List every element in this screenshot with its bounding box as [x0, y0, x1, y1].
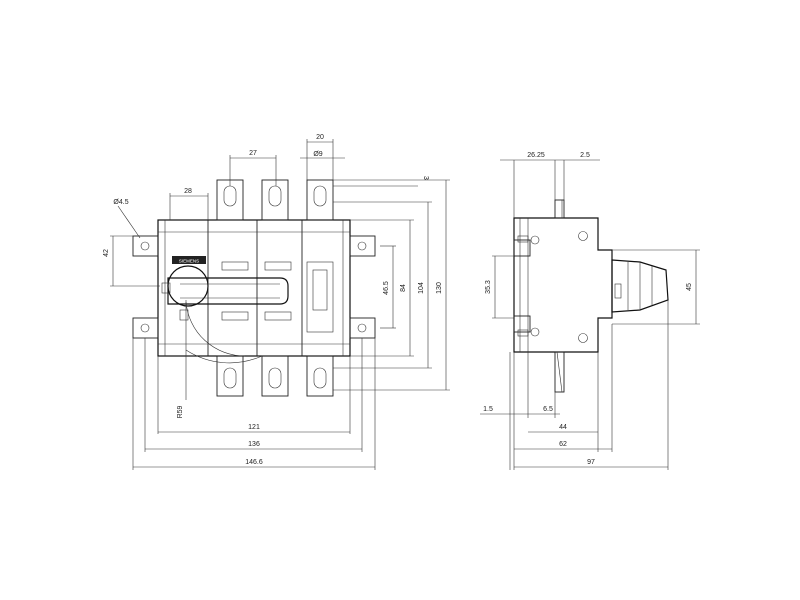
dim-terminal-width: 20 — [316, 134, 324, 141]
side-clips — [513, 231, 588, 343]
side-top-dimensions: 26.25 2.5 — [500, 152, 600, 218]
side-bottom-dimensions: 1.5 6.5 44 62 97 — [480, 300, 669, 470]
right-dimensions: 46.5 84 104 130 — [333, 179, 450, 391]
dim-height-84: 84 — [400, 284, 407, 292]
dim-side-top-left: 26.25 — [527, 152, 545, 159]
side-body — [513, 217, 613, 353]
side-handle — [611, 259, 669, 313]
dim-side-height-45: 45 — [686, 283, 693, 291]
left-dimensions: 42 — [103, 235, 160, 287]
handle-brand-label: SIEMENS — [179, 259, 199, 264]
switch-body — [157, 219, 351, 357]
dim-inner-height: 46.5 — [383, 281, 390, 295]
bottom-dimensions: 121 136 146.6 — [132, 338, 376, 470]
dim-side-depth-62: 62 — [559, 441, 567, 448]
dim-height-130: 130 — [436, 282, 443, 294]
dim-side-bottom-1-5: 1.5 — [483, 406, 493, 413]
front-view: SIEMENS 27 20 Ø9 3 — [103, 134, 450, 470]
side-view: 26.25 2.5 35.3 45 1.5 6 — [480, 152, 700, 470]
side-left-dimension: 35.3 — [485, 255, 514, 319]
dim-mount-hole: Ø4.5 — [113, 199, 128, 206]
dim-handle-radius: R59 — [177, 405, 184, 418]
dim-pitch: 27 — [249, 150, 257, 157]
bottom-terminals — [216, 355, 334, 397]
dim-hole-diameter: Ø9 — [313, 151, 322, 158]
dim-width-136: 136 — [248, 441, 260, 448]
side-right-dimension: 45 — [612, 249, 700, 325]
dim-side-depth-44: 44 — [559, 424, 567, 431]
dim-side-height-35: 35.3 — [485, 280, 492, 294]
top-terminals — [216, 179, 334, 221]
mounting-tabs — [132, 235, 376, 339]
dim-side-depth-97: 97 — [587, 459, 595, 466]
dim-side-bottom-6-5: 6.5 — [543, 406, 553, 413]
dim-height-104: 104 — [418, 282, 425, 294]
dim-width-146: 146.6 — [245, 459, 263, 466]
dim-mount-spacing-x: 28 — [184, 188, 192, 195]
rotary-handle: SIEMENS — [161, 256, 289, 364]
dim-mount-height: 42 — [103, 249, 110, 257]
top-dimensions: 27 20 Ø9 3 28 Ø4.5 — [113, 134, 429, 239]
dim-width-121: 121 — [248, 424, 260, 431]
radius-dimension: R59 — [177, 300, 187, 418]
dim-terminal-offset: 3 — [422, 176, 429, 180]
dim-side-top-right: 2.5 — [580, 152, 590, 159]
